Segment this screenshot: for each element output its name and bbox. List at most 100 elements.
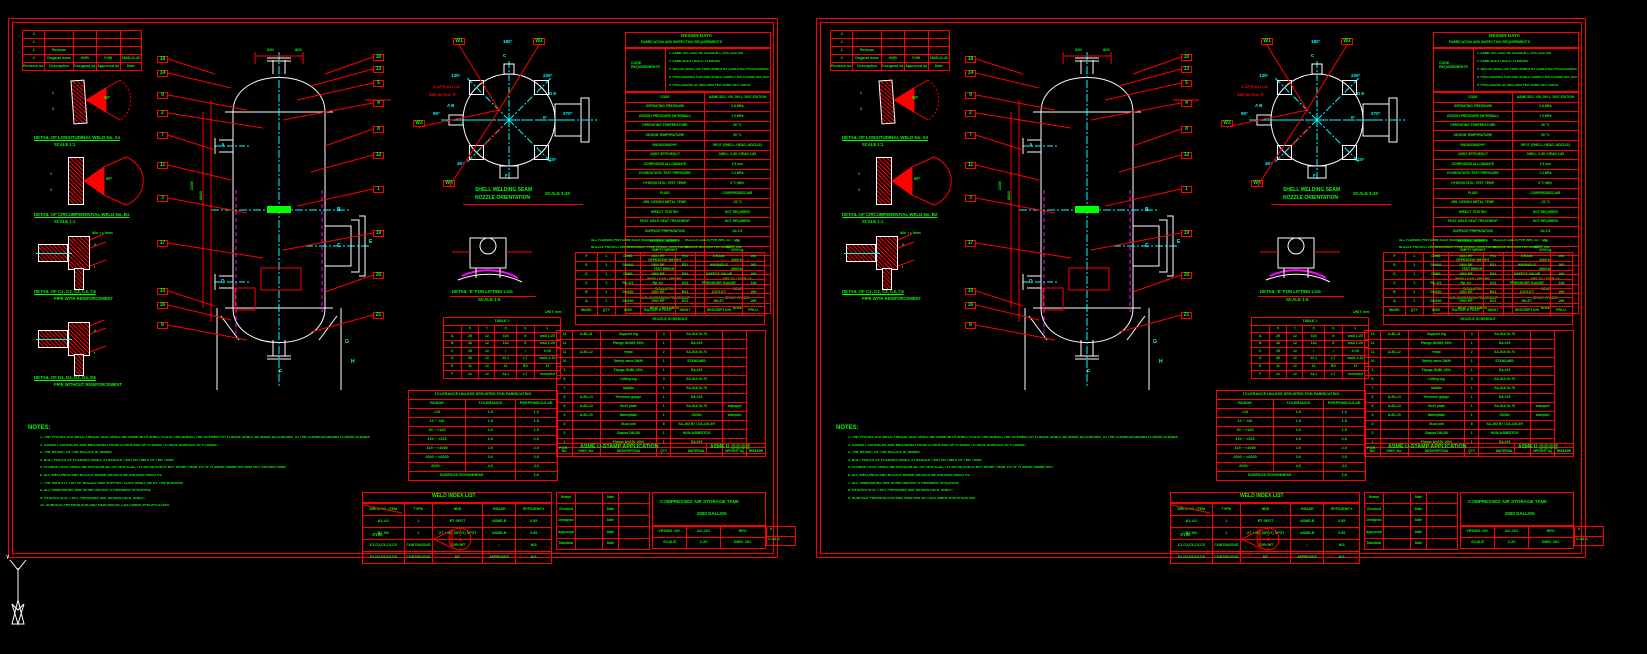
balloon-right[interactable]: 4 [373, 100, 384, 107]
weld-detail-title[interactable]: DETAIL OF CIRCUMFERENTIAL WELD No. B1 [34, 212, 130, 217]
balloon-left[interactable]: 9 [965, 92, 976, 99]
balloon-left[interactable]: 17 [157, 240, 168, 247]
signature-date-field[interactable] [1426, 537, 1458, 550]
signature-date-field[interactable] [618, 514, 650, 528]
weld-detail-scale[interactable]: SCALE 1:1 [862, 219, 884, 224]
table-cell: Flange DN80 150# [599, 366, 658, 376]
table-cell: IMPACT TESTING [1433, 207, 1513, 218]
balloon-left[interactable]: 3 [157, 195, 168, 202]
balloon-right[interactable]: 1 [1181, 186, 1192, 193]
balloon-left[interactable]: 11 [157, 162, 168, 169]
weld-detail-scale[interactable]: PIPE WITHOUT REINFORCEMENT [54, 382, 122, 387]
table-cell: d [494, 324, 517, 334]
table-cell: 1.0 [514, 408, 559, 418]
signature-field[interactable] [1382, 491, 1411, 505]
table-cell: / [1323, 347, 1343, 356]
weld-detail-title[interactable]: DETAIL OF LONGITUDINAL WELD No. A2 [842, 135, 929, 140]
balloon-right[interactable]: 13 [373, 66, 384, 73]
balloon-left[interactable]: 18 [965, 56, 976, 63]
balloon-right[interactable]: 10 [1181, 54, 1192, 61]
weld-detail-scale[interactable]: PIPE WITH REINFORCEMENT [54, 296, 114, 301]
weld-balloon[interactable]: W2 [533, 38, 545, 45]
weld-balloon[interactable]: W2 [1341, 38, 1353, 45]
table-cell: 2 [829, 38, 854, 47]
balloon-left[interactable]: 15 [965, 288, 976, 295]
balloon-left[interactable]: 2 [965, 110, 976, 117]
signature-date-field[interactable] [618, 526, 650, 539]
balloon-left[interactable]: 6 [965, 322, 976, 329]
table-cell: DN50 [614, 270, 642, 280]
balloon-left[interactable]: 11 [965, 162, 976, 169]
table-cell: Head [1407, 348, 1466, 358]
signature-field[interactable] [574, 503, 603, 516]
weld-detail-title[interactable]: DETAIL OF CIRCUMFERENTIAL WELD No. B2 [842, 212, 938, 217]
balloon-right[interactable]: 5 [1181, 80, 1192, 87]
weld-detail-scale[interactable]: SCALE 1:1 [54, 142, 76, 147]
signature-field[interactable] [574, 491, 603, 505]
design-data-title-frame [625, 32, 771, 48]
signature-field[interactable] [574, 526, 603, 539]
weld-detail-title[interactable]: DETAIL OF C1, C2, C3, C4, C5 [842, 289, 904, 294]
weld-detail-title[interactable]: DETAIL OF C1, C2, C3, C4, C5 [34, 289, 96, 294]
balloon-left[interactable]: 17 [965, 240, 976, 247]
balloon-right[interactable]: 1 [373, 186, 384, 193]
balloon-left[interactable]: 7 [965, 132, 976, 139]
table-cell [571, 429, 601, 439]
signature-date-field[interactable] [618, 491, 650, 505]
balloon-right[interactable]: 5 [373, 80, 384, 87]
balloon-right[interactable]: 21 [1181, 312, 1192, 319]
weld-detail-scale[interactable]: SCALE 1:1 [862, 142, 884, 147]
balloon-left[interactable]: 9 [157, 92, 168, 99]
balloon-left[interactable]: 3 [965, 195, 976, 202]
signature-field[interactable] [1382, 537, 1411, 550]
table-cell: RANGE [1215, 399, 1275, 409]
balloon-left[interactable]: 15 [157, 288, 168, 295]
weld-detail-scale[interactable]: SCALE 1:1 [54, 219, 76, 224]
signature-field[interactable] [1382, 526, 1411, 539]
signature-field[interactable] [1382, 514, 1411, 528]
weld-balloon[interactable]: W1 [453, 38, 465, 45]
signature-field[interactable] [574, 514, 603, 528]
shell-tag-highlight [1075, 206, 1099, 213]
signature-date-field[interactable] [1426, 526, 1458, 539]
balloon-left[interactable]: 16 [157, 302, 168, 309]
balloon-left[interactable]: 16 [965, 302, 976, 309]
balloon-right[interactable]: 10 [373, 54, 384, 61]
signature-date-field[interactable] [1426, 514, 1458, 528]
balloon-left[interactable]: 7 [157, 132, 168, 139]
weld-detail-title[interactable]: DETAIL OF D1, D2, D3, D4, D5 [34, 375, 96, 380]
balloon-right[interactable]: 8 [373, 126, 384, 133]
balloon-left[interactable]: 14 [965, 70, 976, 77]
balloon-right[interactable]: 19 [1181, 230, 1192, 237]
weld-balloon[interactable]: W1 [1261, 38, 1273, 45]
balloon-right[interactable]: 20 [1181, 272, 1192, 279]
signature-field[interactable] [1382, 503, 1411, 516]
signature-date-field[interactable] [618, 537, 650, 550]
signature-date-field[interactable] [1426, 491, 1458, 505]
note-item: 8. ALL DIMENSIONS ARE IN mm UNLESS OTHER… [40, 489, 152, 493]
balloon-right[interactable]: 12 [373, 152, 384, 159]
table-cell [721, 348, 748, 358]
balloon-left[interactable]: 18 [157, 56, 168, 63]
balloon-right[interactable]: 20 [373, 272, 384, 279]
balloon-right[interactable]: 12 [1181, 152, 1192, 159]
signature-date-field[interactable] [618, 503, 650, 516]
balloon-left[interactable]: 6 [157, 322, 168, 329]
balloon-leader-left [975, 94, 1056, 111]
balloon-right[interactable]: 13 [1181, 66, 1192, 73]
balloon-left[interactable]: 14 [157, 70, 168, 77]
balloon-left[interactable]: 2 [157, 110, 168, 117]
balloon-right[interactable]: 21 [373, 312, 384, 319]
signature-field[interactable] [574, 537, 603, 550]
weld-detail-title[interactable]: DETAIL OF LONGITUDINAL WELD No. A1 [34, 135, 121, 140]
balloon-right[interactable]: 19 [373, 230, 384, 237]
signature-date-field[interactable] [1426, 503, 1458, 516]
balloon-right[interactable]: 4 [1181, 100, 1192, 107]
table-cell: 8 [656, 420, 672, 430]
weld-detail-scale[interactable]: PIPE WITH REINFORCEMENT [862, 296, 922, 301]
balloon-right[interactable]: 8 [1181, 126, 1192, 133]
